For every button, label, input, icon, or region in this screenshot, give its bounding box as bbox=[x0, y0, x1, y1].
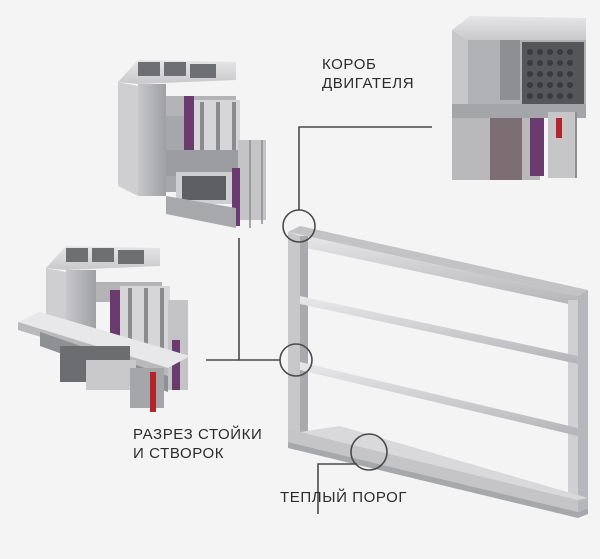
leader-line-motor-box bbox=[298, 126, 432, 210]
section-label-line-2: И СТВОРОК bbox=[133, 445, 225, 462]
warm-sill-label: ТЕПЛЫЙ ПОРОГ bbox=[280, 488, 407, 507]
sill-section-illustration bbox=[18, 246, 190, 412]
section-label-line-1: РАЗРЕЗ СТОЙКИ bbox=[133, 426, 263, 443]
post-section-illustration bbox=[118, 60, 266, 228]
motor-box-illustration bbox=[452, 16, 586, 180]
motor-box-label-line-1: КОРОБ bbox=[322, 56, 377, 73]
callout-circle-bottom bbox=[350, 433, 388, 471]
warm-sill-label-text: ТЕПЛЫЙ ПОРОГ bbox=[280, 489, 408, 506]
leader-line-post bbox=[238, 238, 280, 361]
motor-box-label-line-2: ДВИГАТЕЛЯ bbox=[322, 75, 415, 92]
leader-line-warm-sill bbox=[317, 463, 357, 514]
window-frame-illustration bbox=[288, 226, 588, 518]
section-label: РАЗРЕЗ СТОЙКИ И СТВОРОК bbox=[133, 425, 262, 463]
motor-box-label: КОРОБ ДВИГАТЕЛЯ bbox=[322, 55, 414, 93]
